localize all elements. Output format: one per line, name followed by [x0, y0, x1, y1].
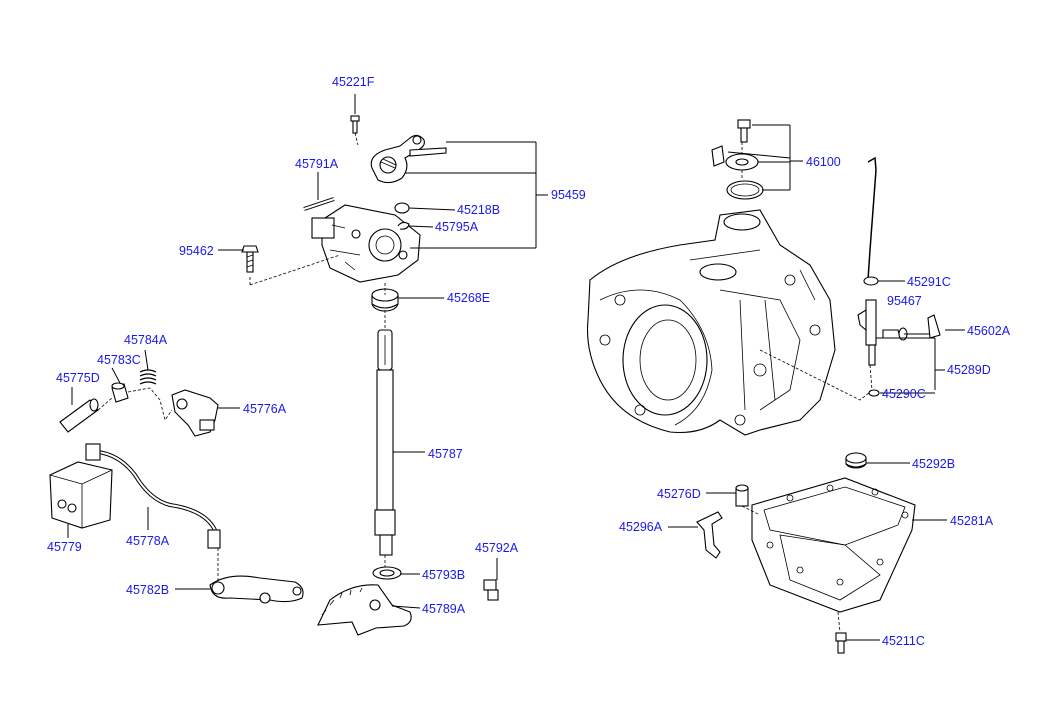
manual-lever-drawing: [370, 134, 447, 184]
magnet-45276d-drawing: [735, 484, 749, 507]
cable-45778a-drawing: [85, 443, 221, 549]
bracket-45296a-drawing: [696, 511, 723, 559]
pin-45791a-drawing: [303, 197, 335, 211]
plug-45292b-drawing: [845, 452, 867, 469]
part-label-45289d[interactable]: 45289D: [947, 363, 991, 377]
bolt-95467-drawing: [882, 327, 908, 341]
part-label-45795a[interactable]: 45795A: [435, 220, 479, 234]
lever-45782b-drawing: [209, 575, 304, 604]
part-label-95467[interactable]: 95467: [887, 294, 922, 308]
part-label-95459[interactable]: 95459: [551, 188, 586, 202]
part-label-45211c[interactable]: 45211C: [882, 634, 925, 648]
part-labels: 45221F 45791A 95459 45218B 45795A 95462 …: [47, 75, 1011, 648]
part-label-45789a[interactable]: 45789A: [422, 602, 466, 616]
part-label-45775d[interactable]: 45775D: [56, 371, 100, 385]
washer-45218b-drawing: [394, 202, 410, 214]
part-label-46100[interactable]: 46100: [806, 155, 841, 169]
part-label-45784a[interactable]: 45784A: [124, 333, 168, 347]
part-label-45291c[interactable]: 45291C: [907, 275, 951, 289]
seal-45268e-drawing: [371, 288, 399, 312]
inhibitor-switch-drawing: [311, 204, 421, 283]
part-label-45791a[interactable]: 45791A: [295, 157, 339, 171]
part-label-45778a[interactable]: 45778A: [126, 534, 170, 548]
part-label-45281a[interactable]: 45281A: [950, 514, 994, 528]
clip-45795a-drawing: [397, 221, 410, 230]
manual-shaft-45787-drawing: [374, 329, 396, 556]
part-label-45776a[interactable]: 45776A: [243, 402, 287, 416]
part-label-45779[interactable]: 45779: [47, 540, 82, 554]
washer-45793b-drawing: [372, 566, 402, 580]
leader-lines: [67, 94, 965, 641]
part-label-45292b[interactable]: 45292B: [912, 457, 955, 471]
pin-45775d-drawing: [59, 398, 99, 433]
part-label-45218b[interactable]: 45218B: [457, 203, 500, 217]
part-label-45276d[interactable]: 45276D: [657, 487, 701, 501]
bushing-45783c-drawing: [111, 382, 129, 403]
part-label-45792a[interactable]: 45792A: [475, 541, 519, 555]
part-label-45268e[interactable]: 45268E: [447, 291, 490, 305]
part-label-45602a[interactable]: 45602A: [967, 324, 1011, 338]
bolt-45211c-drawing: [835, 632, 847, 654]
bracket-45779-drawing: [49, 461, 113, 529]
detent-lever-45789a-drawing: [317, 584, 412, 636]
oil-pan-45281a-drawing: [751, 477, 916, 613]
dipstick-drawing: [857, 156, 879, 366]
transmission-case-drawing: [586, 209, 836, 436]
spring-45784a-drawing: [139, 369, 157, 385]
part-label-45782b[interactable]: 45782B: [126, 583, 169, 597]
part-label-45221f[interactable]: 45221F: [332, 75, 375, 89]
bolt-45792a-drawing: [483, 579, 499, 601]
part-label-45793b[interactable]: 45793B: [422, 568, 465, 582]
part-label-45787[interactable]: 45787: [428, 447, 463, 461]
clip-45602a-drawing: [927, 314, 941, 339]
part-label-95462[interactable]: 95462: [179, 244, 214, 258]
bolt-45221f-drawing: [350, 115, 360, 134]
bracket-45776a-drawing: [171, 389, 219, 437]
part-label-45290c[interactable]: 45290C: [882, 387, 926, 401]
oring-45290c-drawing: [868, 389, 880, 397]
oil-cooler-fitting-46100-drawing: [711, 119, 764, 200]
bolt-95462-drawing: [241, 245, 259, 273]
part-label-45783c[interactable]: 45783C: [97, 353, 141, 367]
part-label-45296a[interactable]: 45296A: [619, 520, 663, 534]
